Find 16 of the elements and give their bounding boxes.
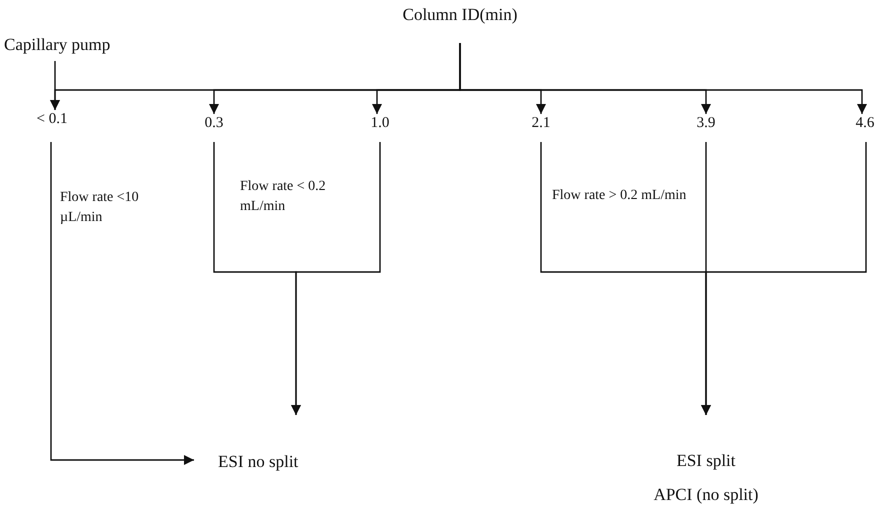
node-label: Column ID(min) [402,5,518,26]
connector-arrow [701,142,867,415]
column-id-value: 4.6 [854,114,876,132]
column-id-value: 0.3 [204,114,224,132]
connector-arrow [459,43,867,114]
node-label: APCI (no split) [652,485,760,506]
connector-arrow [291,142,381,415]
column-id-value: 3.9 [696,114,716,132]
column-id-value: < 0.1 [36,110,68,128]
connector-arrow [50,142,194,465]
connector-arrow [50,61,60,110]
node-label: ESI no split [218,452,300,472]
column-id-value: 2.1 [530,114,552,132]
node-label: ESI split [675,451,737,472]
column-id-value: 1.0 [370,114,390,132]
node-label: Capillary pump [4,35,112,56]
